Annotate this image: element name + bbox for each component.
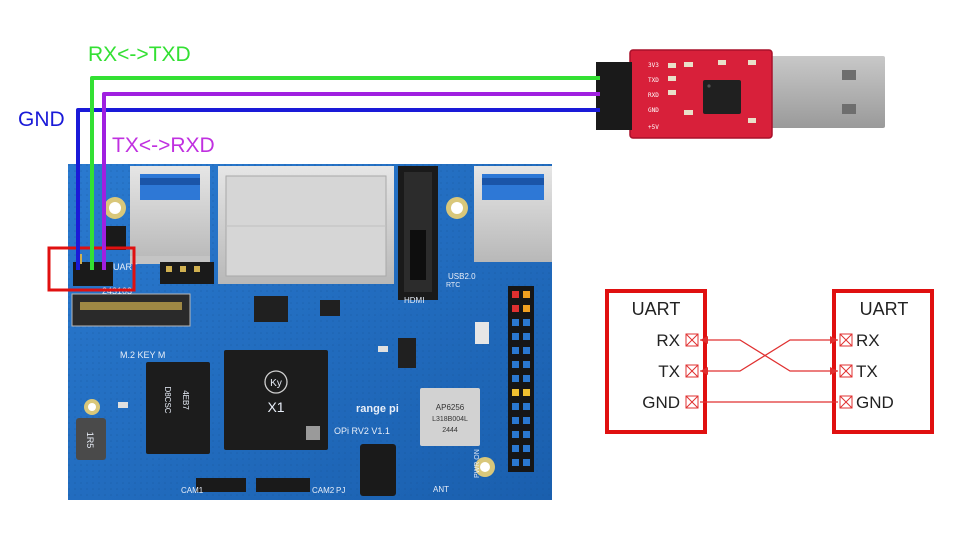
gpio-pin <box>523 445 530 452</box>
gpio-pin <box>512 403 519 410</box>
m2-label: M.2 KEY M <box>120 350 165 360</box>
adapter-pin-labels: 3V3 TXD RXD GND +5V <box>648 62 659 131</box>
usb3-port-right <box>474 166 552 262</box>
gpio-pin <box>512 333 519 340</box>
pj-label: PJ <box>336 486 345 495</box>
gpio-pin <box>523 291 530 298</box>
gpio-pin <box>523 459 530 466</box>
model-label: OPi RV2 V1.1 <box>334 426 390 436</box>
uart-schematic: UART RX TX GND UART RX TX GND <box>605 289 934 434</box>
gpio-pin <box>512 375 519 382</box>
gpio-pin <box>523 389 530 396</box>
wire-rx-txd <box>90 76 600 270</box>
hdmi-port <box>398 166 438 300</box>
gpio-pin <box>523 361 530 368</box>
logo-label: range pi <box>356 403 399 415</box>
ram-label-mid: D8CSC <box>163 386 172 413</box>
gpio-pin <box>512 431 519 438</box>
cam2-label: CAM2 <box>312 486 335 495</box>
pwr-label: PWR ON <box>474 449 481 478</box>
gpio-pin <box>512 291 519 298</box>
uart-silk-label: UART <box>113 262 138 272</box>
gpio-pin <box>512 459 519 466</box>
ram-label-top: 4EB7 <box>181 390 190 410</box>
cam2-connector <box>256 478 310 492</box>
label-tx-rxd: TX<->RXD <box>112 134 215 157</box>
gpio-pin <box>523 431 530 438</box>
schematic-right-title: UART <box>860 299 909 319</box>
schematic-right-rx: RX <box>856 331 880 350</box>
soc-chip: Ky X1 <box>224 350 328 450</box>
gpio-pin <box>512 389 519 396</box>
inductor-label: 1R5 <box>85 432 95 449</box>
schematic-right-gnd: GND <box>856 393 894 412</box>
wires <box>76 76 600 270</box>
wifi-module: AP6256 L318B004L 2444 <box>420 388 480 446</box>
ethernet-port <box>218 166 394 284</box>
gpio-pin <box>523 333 530 340</box>
wire-gnd <box>76 108 600 270</box>
adapter-pcb <box>630 50 772 138</box>
schematic-line-tx-rx <box>700 339 838 372</box>
orange-pi-board: UART 243103 M.2 KEY M 4EB7 D8CSC Ky X1 <box>68 164 552 500</box>
wire-tx-rxd <box>102 92 600 270</box>
rtc-label: RTC <box>446 282 460 289</box>
gpio-pin <box>512 417 519 424</box>
gpio-pin <box>512 347 519 354</box>
usb-ttl-adapter: 3V3 TXD RXD GND +5V <box>596 49 885 139</box>
gpio-pin <box>523 319 530 326</box>
wifi-label-mid: L318B004L <box>432 416 468 423</box>
gpio-pin <box>523 347 530 354</box>
cam1-label: CAM1 <box>181 486 204 495</box>
gpio-pin <box>512 361 519 368</box>
gpio-pin <box>512 319 519 326</box>
adapter-pin-3v3: 3V3 <box>648 62 659 69</box>
adapter-pin-txd: TXD <box>648 77 659 84</box>
gpio-pin <box>523 403 530 410</box>
schematic-left-tx: TX <box>658 362 680 381</box>
gpio-pin <box>523 305 530 312</box>
schematic-left-title: UART <box>632 299 681 319</box>
hdmi-label: HDMI <box>404 296 424 305</box>
label-rx-txd: RX<->TXD <box>88 43 191 66</box>
adapter-pin-5v: +5V <box>648 124 659 131</box>
wifi-label-top: AP6256 <box>436 403 465 412</box>
schematic-right-tx: TX <box>856 362 878 381</box>
gpio-header <box>508 286 534 472</box>
usb-plug <box>770 56 885 128</box>
soc-brand: Ky <box>270 378 282 389</box>
ram-chip: 4EB7 D8CSC <box>146 362 210 454</box>
adapter-pin-gnd: GND <box>648 107 659 114</box>
usb3-port-left <box>130 166 210 264</box>
adapter-pin-header <box>596 62 632 130</box>
adapter-chip <box>703 80 741 114</box>
gpio-pin <box>512 305 519 312</box>
schematic-left-rx: RX <box>656 331 680 350</box>
gpio-pin <box>523 417 530 424</box>
cam1-connector <box>196 478 246 492</box>
schematic-left-gnd: GND <box>642 393 680 412</box>
adapter-pin-rxd: RXD <box>648 92 659 99</box>
label-gnd: GND <box>18 108 65 131</box>
soc-name: X1 <box>267 399 284 415</box>
schematic-line-rx-tx <box>700 339 838 372</box>
gpio-pin <box>523 375 530 382</box>
ant-label: ANT <box>433 485 449 494</box>
usb-label: USB2.0 <box>448 272 476 281</box>
inductor <box>76 418 106 460</box>
audio-jack <box>360 444 396 496</box>
gpio-pin <box>512 445 519 452</box>
wifi-label-low: 2444 <box>442 427 458 434</box>
